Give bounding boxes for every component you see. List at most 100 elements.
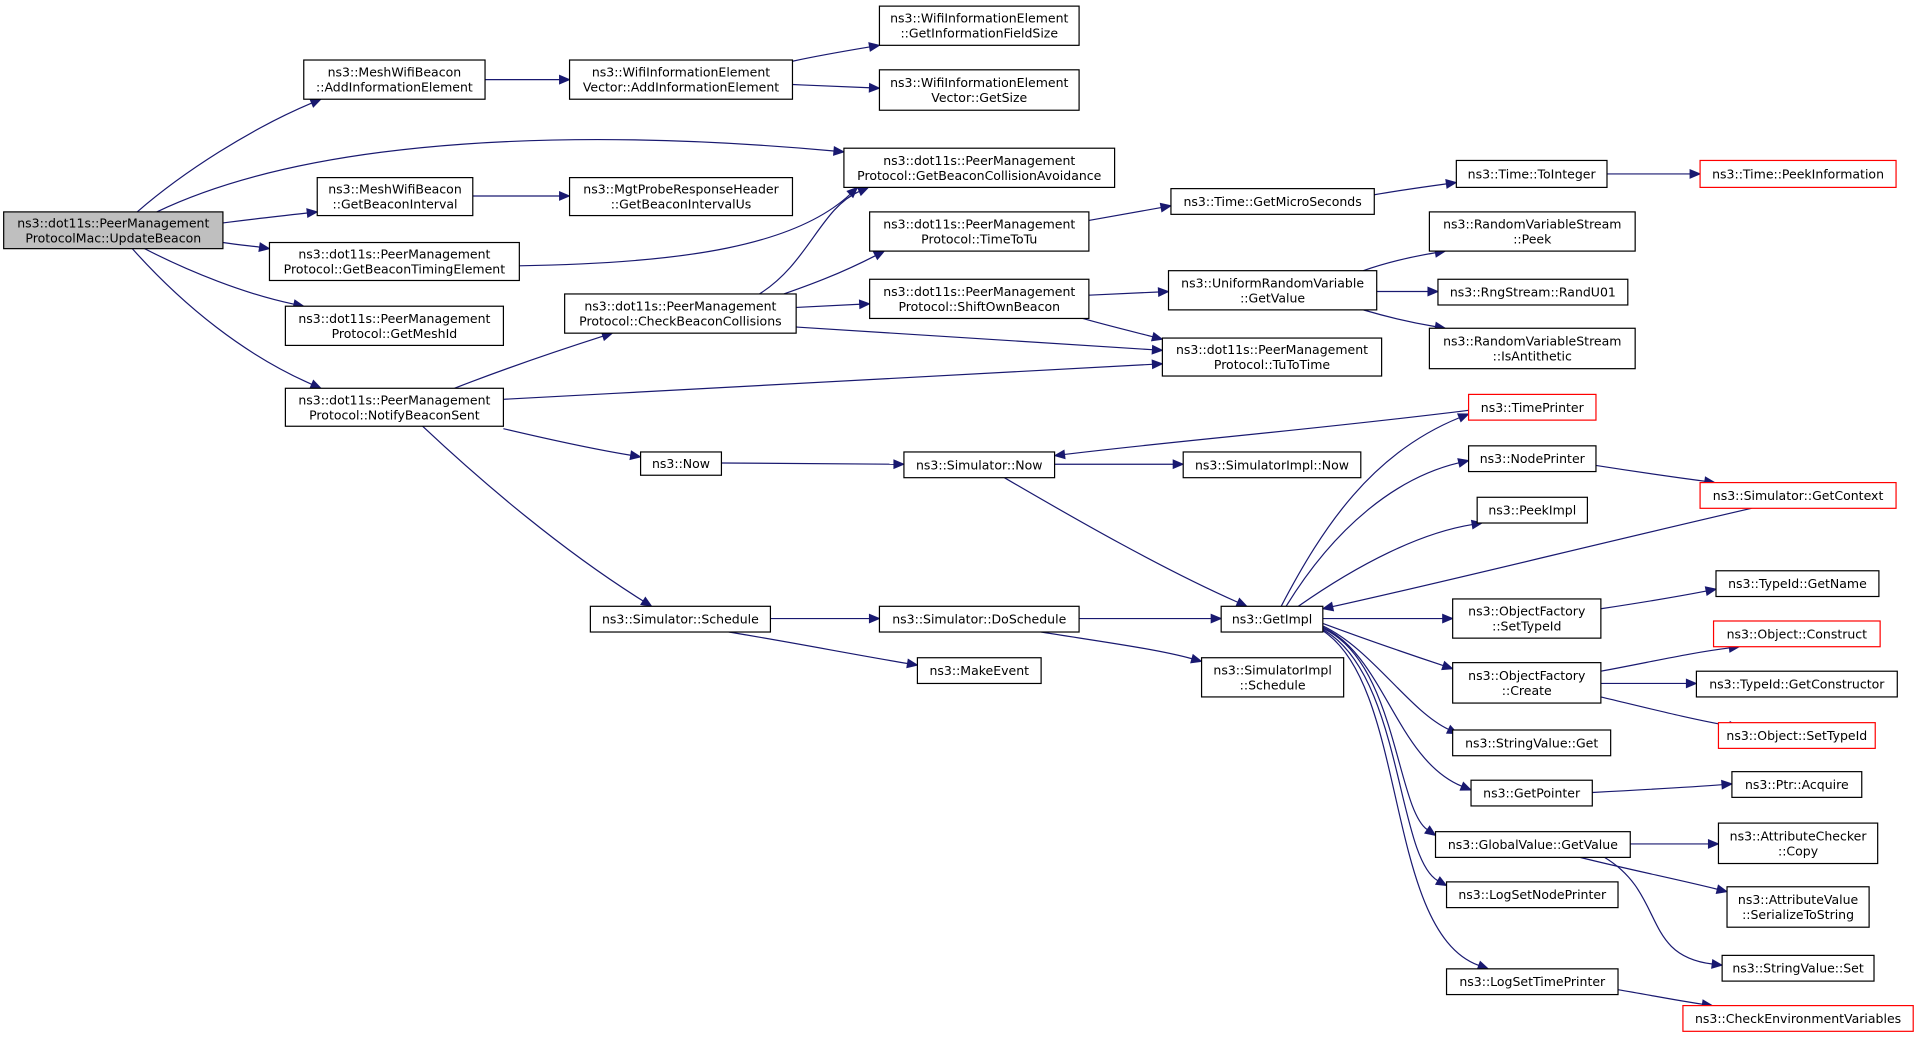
truncated-function-node[interactable]: ns3::CheckEnvironmentVariables (1682, 1004, 1914, 1032)
function-node[interactable]: ns3::Now (639, 451, 723, 476)
edge-n23-to-n28 (1004, 477, 1249, 607)
edge-arrowhead (1689, 168, 1702, 179)
edge-n28-to-n30 (1280, 413, 1470, 607)
function-node[interactable]: ns3::dot11s::PeerManagementProtocol::Tim… (869, 211, 1090, 252)
node-box (589, 605, 772, 633)
node-box (1445, 881, 1619, 909)
function-node[interactable]: ns3::RandomVariableStream::Peek (1428, 211, 1636, 252)
edge-n41-to-n42 (1592, 779, 1734, 794)
function-node[interactable]: ns3::MgtProbeResponseHeader::GetBeaconIn… (568, 177, 794, 217)
node-box (284, 387, 505, 427)
function-node[interactable]: ns3::Time::GetMicroSeconds (1170, 188, 1375, 215)
node-box (1695, 670, 1898, 698)
node-label-line: ::Copy (1778, 843, 1819, 858)
node-box (1721, 954, 1875, 982)
function-node[interactable]: ns3::WifiInformationElement::GetInformat… (878, 5, 1080, 46)
edge-n25-to-n27 (728, 631, 919, 669)
function-node[interactable]: ns3::RandomVariableStream::IsAntithetic (1428, 327, 1636, 370)
edge-line (1600, 647, 1730, 672)
edge-arrowhead (559, 74, 571, 85)
function-node[interactable]: ns3::StringValue::Get (1452, 729, 1612, 757)
edge-arrowhead (1159, 202, 1173, 213)
function-node[interactable]: ns3::SimulatorImpl::Now (1182, 451, 1362, 479)
truncated-function-node[interactable]: ns3::TimePrinter (1467, 393, 1597, 421)
edge-line (422, 425, 644, 602)
function-node[interactable]: ns3::TypeId::GetConstructor (1695, 670, 1898, 698)
function-node[interactable]: ns3::dot11s::PeerManagementProtocol::TuT… (1161, 337, 1383, 377)
function-node[interactable]: ns3::MakeEvent (916, 657, 1042, 685)
function-node[interactable]: ns3::dot11s::PeerManagementProtocol::Get… (284, 305, 505, 347)
function-node[interactable]: ns3::LogSetNodePrinter (1445, 881, 1619, 909)
truncated-function-node[interactable]: ns3::Object::Construct (1712, 620, 1881, 648)
edge-line (1592, 784, 1723, 794)
edge-n0-to-n8 (222, 241, 271, 252)
edge-line (1322, 622, 1444, 667)
function-node[interactable]: ns3::WifiInformationElementVector::AddIn… (568, 59, 794, 100)
function-node[interactable]: ns3::RngStream::RandU01 (1437, 278, 1629, 306)
function-node[interactable]: ns3::Simulator::DoSchedule (878, 605, 1080, 633)
edge-n2-to-n4 (792, 82, 881, 93)
edge-line (131, 248, 312, 385)
node-label-line: ::GetValue (1240, 290, 1305, 305)
function-node[interactable]: ns3::Simulator::Now (903, 451, 1056, 479)
edge-line (136, 102, 312, 213)
function-node[interactable]: ns3::AttributeChecker::Copy (1717, 822, 1879, 865)
node-label-line: ns3::SimulatorImpl (1213, 662, 1331, 677)
edge-n31-to-n32 (1595, 464, 1717, 487)
function-node[interactable]: ns3::WifiInformationElementVector::GetSi… (878, 69, 1080, 111)
function-node[interactable]: ns3::GetPointer (1470, 779, 1593, 807)
node-box (3, 211, 224, 250)
node-box (316, 177, 474, 217)
node-box (1161, 337, 1383, 377)
edge-line (796, 303, 860, 309)
node-box (843, 147, 1116, 189)
function-node[interactable]: ns3::dot11s::PeerManagementProtocol::Shi… (869, 278, 1090, 320)
truncated-function-node[interactable]: ns3::Simulator::GetContext (1699, 481, 1897, 509)
root-function-node[interactable]: ns3::dot11s::PeerManagementProtocolMac::… (3, 211, 224, 250)
function-node[interactable]: ns3::StringValue::Set (1721, 954, 1875, 982)
function-node[interactable]: ns3::TypeId::GetName (1715, 570, 1880, 598)
function-node[interactable]: ns3::UniformRandomVariable::GetValue (1167, 270, 1378, 311)
function-node[interactable]: ns3::GetImpl (1220, 605, 1324, 633)
function-node[interactable]: ns3::AttributeValue::SerializeToString (1726, 886, 1870, 928)
function-node[interactable]: ns3::dot11s::PeerManagementProtocol::Get… (843, 147, 1116, 189)
edge-n12-to-n15 (1088, 202, 1173, 222)
node-label-line: ns3::MeshWifiBeacon (328, 182, 462, 197)
truncated-function-node[interactable]: ns3::Object::SetTypeId (1717, 722, 1876, 749)
edge-n28-to-n43 (1322, 627, 1437, 837)
function-node[interactable]: ns3::ObjectFactory::SetTypeId (1452, 598, 1602, 639)
function-node[interactable]: ns3::dot11s::PeerManagementProtocol::Che… (564, 293, 797, 334)
edge-arrowhead (858, 299, 871, 310)
edge-n25-to-n26 (770, 613, 881, 624)
function-node[interactable]: ns3::NodePrinter (1467, 445, 1597, 473)
edge-line (783, 255, 876, 295)
edge-n30-to-n23 (1053, 409, 1469, 460)
node-box (1167, 270, 1378, 311)
function-node[interactable]: ns3::Ptr::Acquire (1731, 771, 1863, 798)
node-box (1682, 1004, 1914, 1032)
function-node[interactable]: ns3::Simulator::Schedule (589, 605, 772, 633)
function-node[interactable]: ns3::ObjectFactory::Create (1452, 662, 1602, 704)
function-node[interactable]: ns3::MeshWifiBeacon::AddInformationEleme… (303, 59, 486, 100)
edge-arrowhead (1459, 781, 1473, 791)
truncated-function-node[interactable]: ns3::Time::PeekInformation (1699, 159, 1897, 189)
edge-line (1004, 477, 1238, 603)
function-node[interactable]: ns3::dot11s::PeerManagementProtocol::Get… (268, 241, 520, 282)
function-node[interactable]: ns3::dot11s::PeerManagementProtocol::Not… (284, 387, 505, 427)
function-node[interactable]: ns3::LogSetTimePrinter (1445, 968, 1619, 996)
node-box (1428, 327, 1636, 370)
edge-arrowhead (306, 208, 319, 218)
edge-line (1082, 317, 1153, 338)
node-label-line: Vector::GetSize (931, 90, 1027, 105)
function-node[interactable]: ns3::PeekImpl (1476, 496, 1588, 524)
node-label-line: Protocol::GetMeshId (332, 326, 458, 341)
function-node[interactable]: ns3::Time::ToInteger (1455, 159, 1608, 189)
function-node[interactable]: ns3::SimulatorImpl::Schedule (1200, 657, 1345, 698)
node-box (1726, 886, 1870, 928)
function-node[interactable]: ns3::MeshWifiBeacon::GetBeaconInterval (316, 177, 474, 217)
edge-line (1604, 856, 1713, 965)
edge-arrowhead (872, 250, 886, 261)
function-node[interactable]: ns3::GlobalValue::GetValue (1434, 831, 1631, 858)
node-label-line: ns3::dot11s::PeerManagement (298, 311, 490, 326)
edge-n18-to-n20 (1376, 286, 1440, 297)
